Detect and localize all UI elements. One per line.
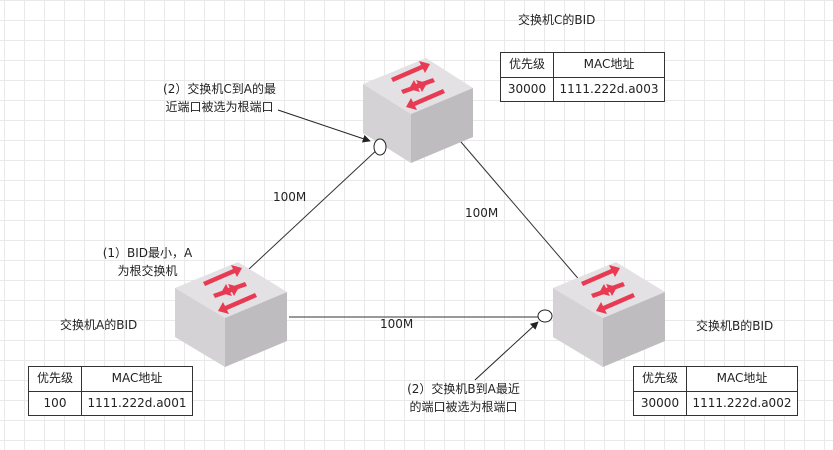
root-bridge-note-line-1: (1）BID最小，A <box>102 246 193 260</box>
c-root-port-note-line-1: (2）交换机C到A的最 <box>163 82 276 96</box>
switch-a-bid-table: 优先级 MAC地址 100 1111.222d.a001 <box>28 366 193 416</box>
switch-a-icon <box>175 262 287 367</box>
root-bridge-note-line-2: 为根交换机 <box>117 264 178 278</box>
switch-c-title: 交换机C的BID <box>518 13 596 27</box>
mac-header: MAC地址 <box>81 366 193 392</box>
switch-c-bid-table: 优先级 MAC地址 30000 1111.222d.a003 <box>500 52 665 102</box>
switch-c-icon <box>363 58 473 163</box>
link-a-b-label: 100M <box>380 317 414 331</box>
mac-header: MAC地址 <box>686 366 798 392</box>
switch-b-bid-table: 优先级 MAC地址 30000 1111.222d.a002 <box>633 366 798 416</box>
b-root-port-note-line-1: (2）交换机B到A最近 <box>407 382 520 396</box>
callout-arrow-b <box>474 321 539 381</box>
priority-value: 30000 <box>633 390 687 416</box>
mac-header: MAC地址 <box>553 52 665 78</box>
mac-value: 1111.222d.a001 <box>81 390 193 416</box>
mac-value: 1111.222d.a003 <box>553 76 665 102</box>
switch-b-icon <box>553 262 665 367</box>
b-root-port-note-line-2: 的端口被选为根端口 <box>409 400 518 414</box>
root-bridge-note: (1）BID最小，A 为根交换机 <box>80 244 215 280</box>
link-a-c <box>247 146 381 271</box>
c-root-port-note-line-2: 近端口被选为根端口 <box>165 100 274 114</box>
root-port-c-marker <box>373 138 387 156</box>
switch-a-title: 交换机A的BID <box>60 318 138 332</box>
callout-arrow-c <box>277 109 371 143</box>
mac-value: 1111.222d.a002 <box>686 390 798 416</box>
priority-value: 100 <box>28 390 82 416</box>
root-port-b-marker <box>537 309 553 323</box>
link-a-c-label: 100M <box>273 190 307 204</box>
link-c-b-label: 100M <box>465 206 499 220</box>
priority-value: 30000 <box>500 76 554 102</box>
priority-header: 优先级 <box>500 52 554 78</box>
b-root-port-note: (2）交换机B到A最近 的端口被选为根端口 <box>396 380 531 416</box>
link-c-b <box>454 134 589 291</box>
c-root-port-note: (2）交换机C到A的最 近端口被选为根端口 <box>152 80 287 116</box>
priority-header: 优先级 <box>633 366 687 392</box>
switch-b-title: 交换机B的BID <box>696 319 774 333</box>
priority-header: 优先级 <box>28 366 82 392</box>
